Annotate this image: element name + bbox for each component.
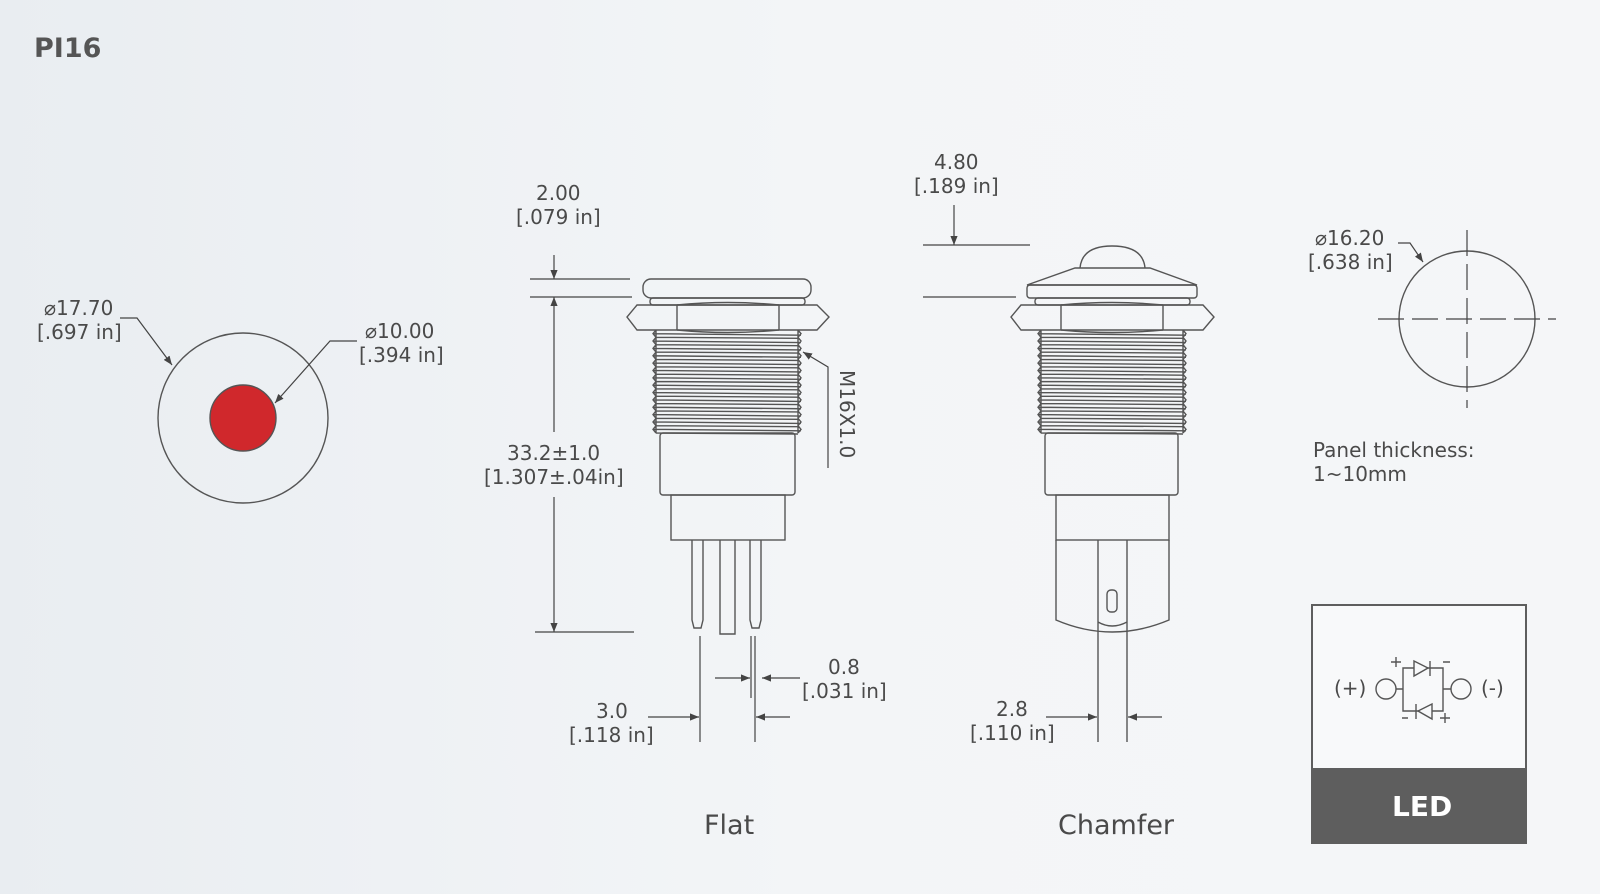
cutout-diameter-in: [.638 in]: [1308, 250, 1393, 274]
outer-diameter: ⌀17.70: [44, 296, 113, 320]
panel-thickness-label: Panel thickness:: [1313, 438, 1475, 462]
chamfer-cap-height-in: [.189 in]: [914, 174, 999, 198]
front-view: ⌀17.70 [.697 in] ⌀10.00 [.394 in]: [37, 296, 444, 504]
chamfer-view: 4.80 [.189 in] 2.8 [.110 in] Chamfer: [914, 150, 1215, 841]
overall-length: 33.2±1.0: [507, 441, 600, 465]
chamfer-cap-height: 4.80: [934, 150, 979, 174]
cap-height: 2.00: [536, 181, 581, 205]
page-title: PI16: [34, 33, 101, 64]
minus-terminal: (-): [1481, 676, 1504, 700]
overall-length-in: [1.307±.04in]: [484, 465, 624, 489]
thread-lines: [1037, 329, 1187, 435]
bezel-outline: [157, 332, 329, 504]
pin-width-in: [.031 in]: [802, 679, 887, 703]
wire-spacing: 2.8: [996, 697, 1028, 721]
panel-thickness-value: 1~10mm: [1313, 462, 1407, 486]
cap-height-in: [.079 in]: [516, 205, 601, 229]
red-lens: [209, 384, 277, 452]
diode-symbol-icon: [1375, 657, 1472, 723]
led-wiring-box: LED (+) (-): [1311, 604, 1527, 844]
flat-label: Flat: [704, 810, 754, 841]
lens-diameter-in: [.394 in]: [359, 343, 444, 367]
chamfer-label: Chamfer: [1058, 810, 1175, 841]
wire-spacing-in: [.110 in]: [970, 721, 1055, 745]
led-label: LED: [1392, 790, 1452, 823]
cutout-diameter: ⌀16.20: [1315, 226, 1384, 250]
lens-diameter: ⌀10.00: [365, 319, 434, 343]
led-footer: [1312, 768, 1526, 843]
pin-width: 0.8: [828, 655, 860, 679]
pin-spacing: 3.0: [596, 699, 628, 723]
outer-diameter-in: [.697 in]: [37, 320, 122, 344]
flat-view: 2.00 [.079 in] 33.2±1.0 [1.307±.04in] M1…: [484, 181, 887, 841]
pin-spacing-in: [.118 in]: [569, 723, 654, 747]
thread-spec: M16X1.0: [835, 370, 859, 458]
panel-cutout: ⌀16.20 [.638 in] Panel thickness: 1~10mm: [1308, 226, 1556, 486]
plus-terminal: (+): [1334, 676, 1366, 700]
thread-lines: [652, 329, 802, 435]
